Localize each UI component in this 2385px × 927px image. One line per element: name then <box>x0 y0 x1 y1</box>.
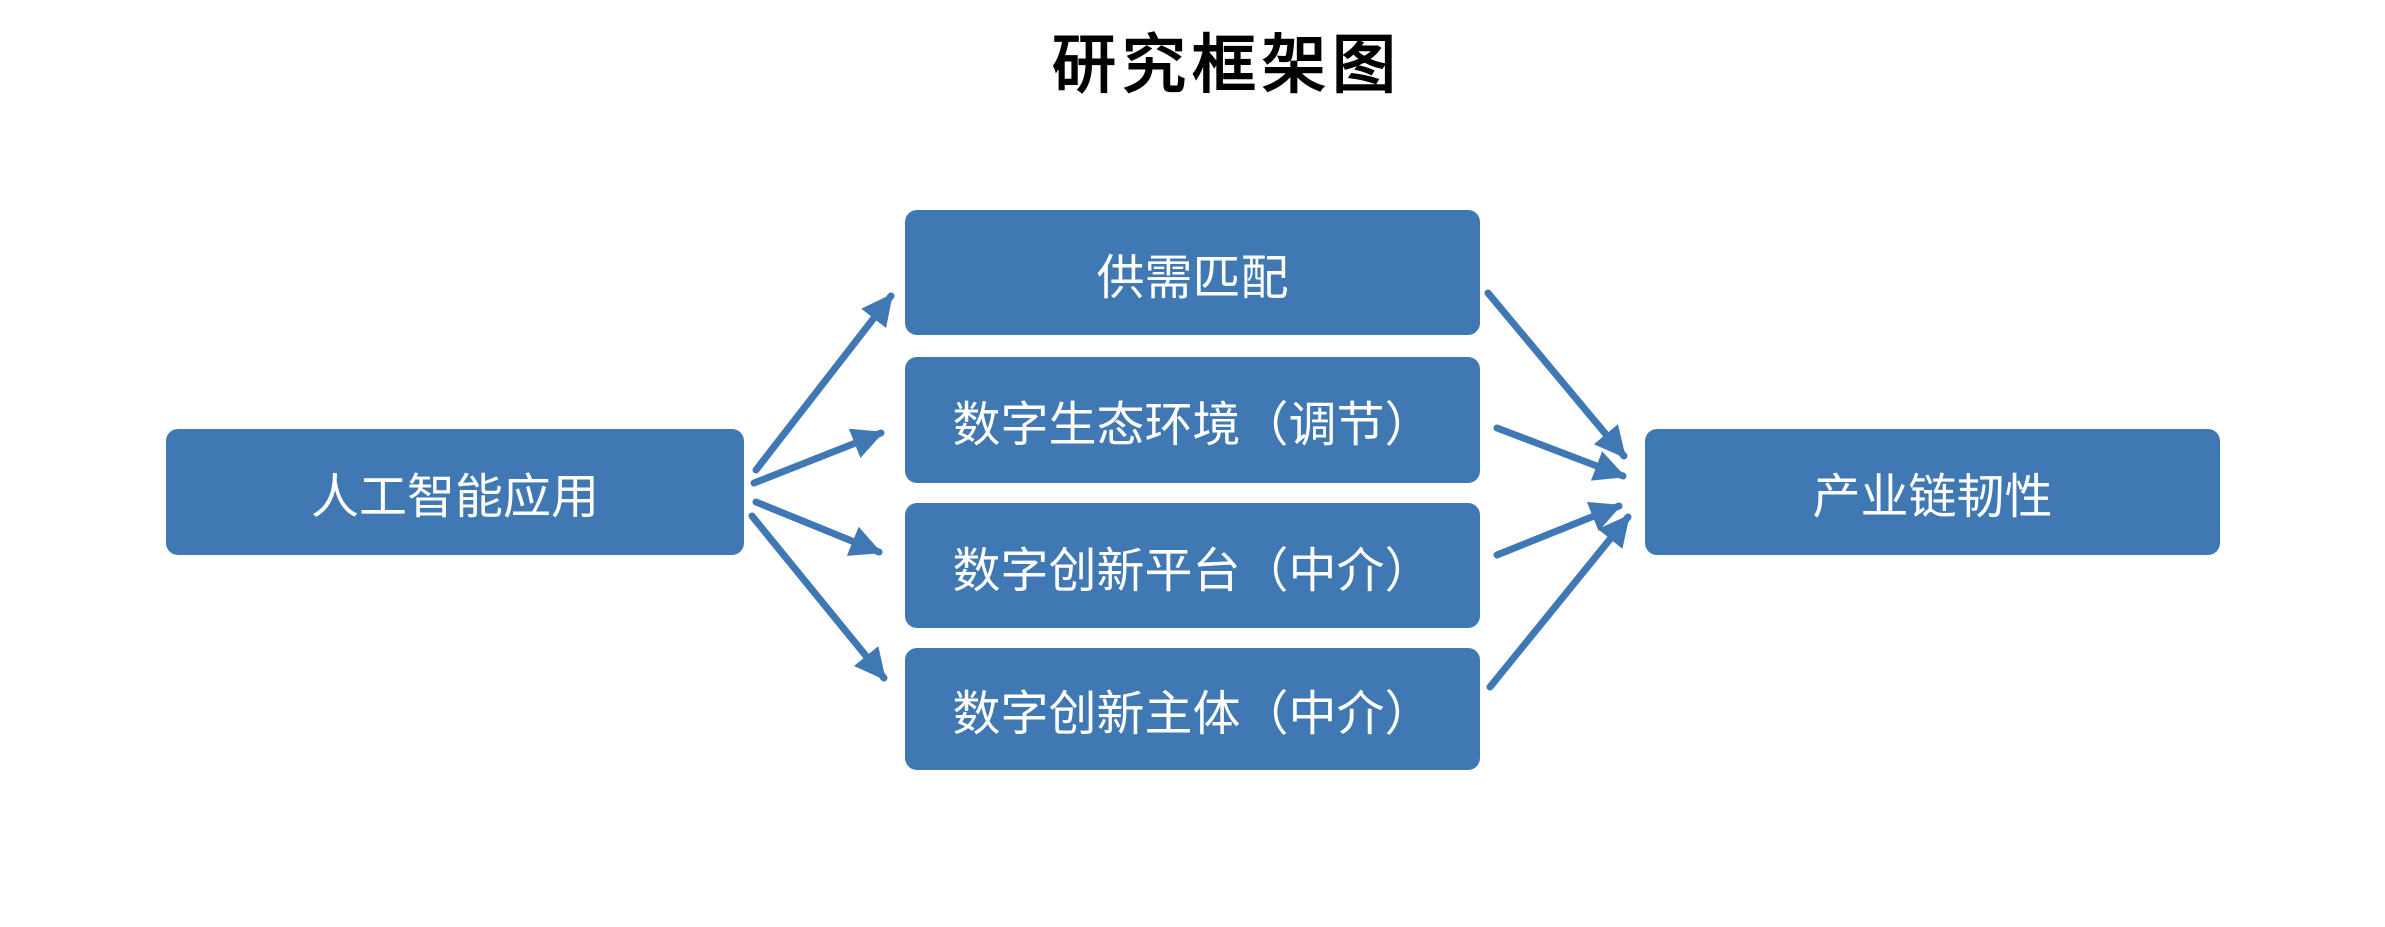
arrow-source-to-mid-2 <box>750 428 885 487</box>
node-label: 供需匹配 <box>1096 251 1289 305</box>
arrow-mid-4-to-target <box>1486 513 1632 691</box>
arrow-source-to-mid-4 <box>748 512 888 682</box>
node-label: 数字生态环境（调节） <box>952 399 1433 452</box>
node-industry-chain-resilience: 产业链韧性 <box>1645 429 2220 555</box>
node-supply-demand-matching: 供需匹配 <box>905 210 1480 335</box>
arrow-mid-2-to-target <box>1493 424 1627 481</box>
node-label: 数字创新平台（中介） <box>952 544 1433 598</box>
arrow-source-to-mid-3 <box>752 498 883 556</box>
node-label: 人工智能应用 <box>310 471 599 524</box>
node-label: 数字创新主体（中介） <box>952 688 1433 741</box>
node-digital-ecosystem-moderator: 数字生态环境（调节） <box>905 357 1480 483</box>
node-digital-innovation-platform-mediator: 数字创新平台（中介） <box>905 503 1480 628</box>
arrow-mid-1-to-target <box>1484 289 1628 460</box>
arrow-source-to-mid-1 <box>752 292 895 474</box>
node-ai-application: 人工智能应用 <box>166 429 744 555</box>
node-label: 产业链韧性 <box>1812 471 2053 524</box>
node-digital-innovation-subject-mediator: 数字创新主体（中介） <box>905 648 1480 770</box>
diagram-title: 研究框架图 <box>1052 29 1402 101</box>
arrow-mid-3-to-target <box>1493 501 1623 559</box>
